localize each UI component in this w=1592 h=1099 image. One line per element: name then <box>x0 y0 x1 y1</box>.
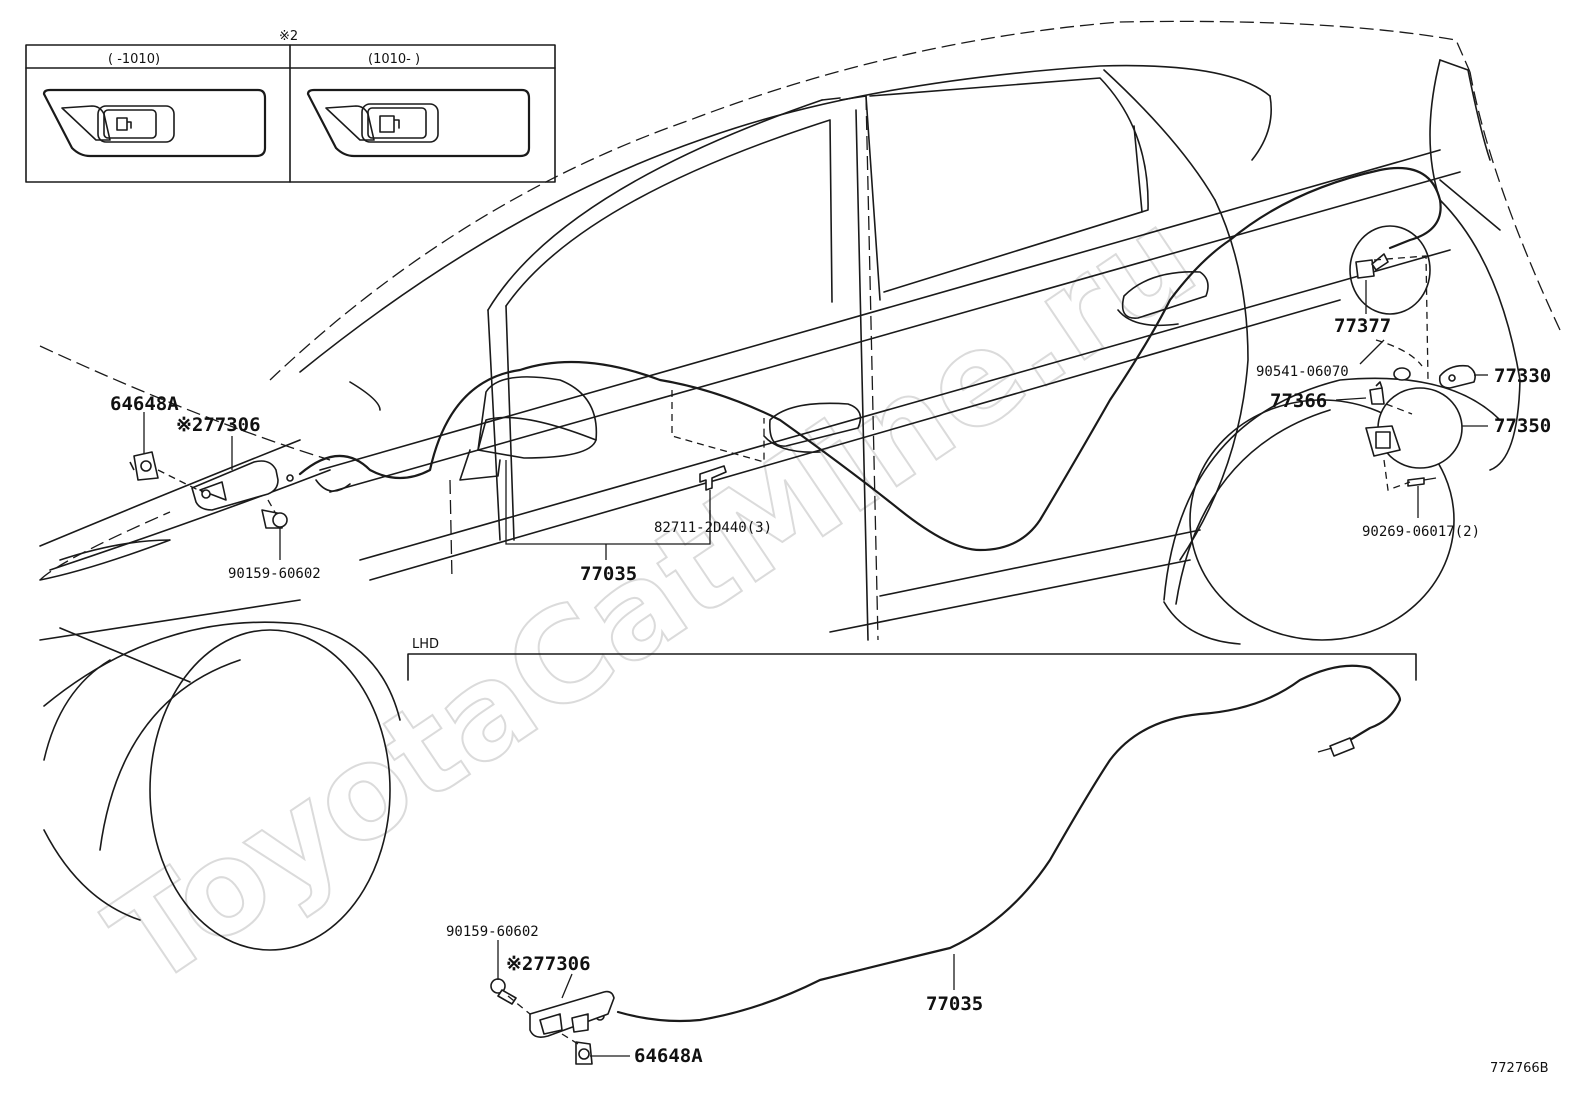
inset-note-mark: ※2 <box>279 29 298 44</box>
bumper-90541-icon <box>1393 367 1411 381</box>
inset-left-range: ( -1010) <box>108 52 160 67</box>
label-90159-bottom: 90159-60602 <box>446 924 539 940</box>
label-77306-bottom: ※277306 <box>506 953 591 975</box>
label-77330: 77330 <box>1494 365 1551 387</box>
car-body <box>39 20 1561 951</box>
leader-lines-top <box>143 280 1488 560</box>
label-90541: 90541-06070 <box>1256 364 1349 380</box>
opener-lever-77306-top <box>191 460 279 511</box>
watermark: ToyotaCatMine.ru <box>84 182 1221 1016</box>
spring-77330-icon <box>1438 364 1476 389</box>
label-64648a-top: 64648A <box>110 393 179 415</box>
lhd-bracket: LHD <box>407 637 1417 681</box>
fuel-lid-77350-icon <box>1365 387 1463 469</box>
label-77035-top: 77035 <box>580 563 637 585</box>
screw-90269-icon <box>1407 477 1437 487</box>
label-90159-top: 90159-60602 <box>228 566 321 582</box>
opener-switch-new-icon <box>306 88 531 158</box>
inset-right-range: (1010- ) <box>368 52 420 67</box>
clip-82711-icon <box>699 465 727 491</box>
leader-lines-bottom <box>497 940 955 1057</box>
clamp-64648a-top <box>129 451 159 481</box>
cable-guide-77377-icon <box>1355 253 1389 279</box>
lhd-label: LHD <box>412 637 439 652</box>
clamp-64648a-bottom <box>575 1041 593 1065</box>
label-64648a-bottom: 64648A <box>634 1045 703 1067</box>
diagram-code: 772766B <box>1490 1061 1549 1076</box>
screw-90159-top-icon <box>261 509 288 529</box>
opener-lever-77306-bottom <box>529 990 615 1038</box>
label-77306-top: ※277306 <box>176 414 261 436</box>
label-77350: 77350 <box>1494 415 1551 437</box>
cable-end-top <box>286 474 294 482</box>
fuel-opener-cable-bottom <box>595 664 1402 1023</box>
opener-switch-old-icon <box>42 88 267 158</box>
lid-lock-77366-icon <box>1369 381 1385 405</box>
inset-box: ※2 ( -1010) (1010- ) <box>25 29 556 183</box>
label-90269: 90269-06017(2) <box>1362 524 1480 540</box>
label-82711: 82711-2D440(3) <box>654 520 772 536</box>
fuel-opener-cable-top <box>298 166 1442 552</box>
label-77035-bottom: 77035 <box>926 993 983 1015</box>
label-77366: 77366 <box>1270 390 1327 412</box>
label-77377: 77377 <box>1334 315 1391 337</box>
